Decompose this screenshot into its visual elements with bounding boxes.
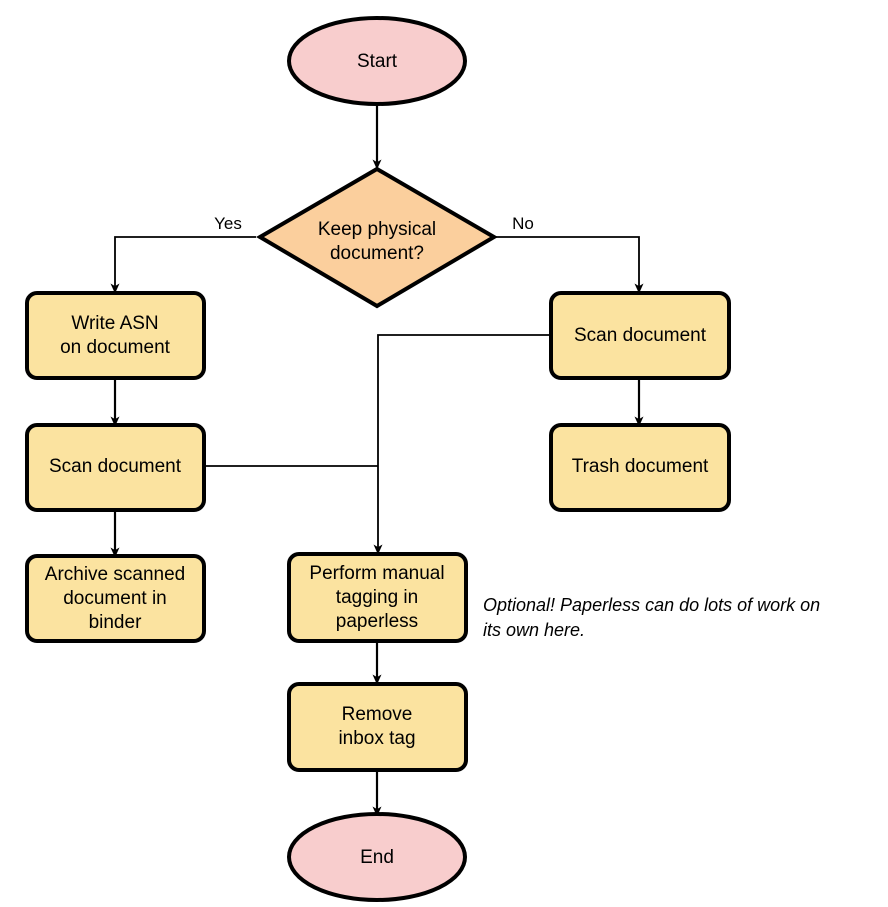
edge-yes-to-write-asn: [110, 236, 256, 294]
node-remove-inbox-tag[interactable]: Remove inbox tag: [287, 682, 468, 772]
node-write-asn-on-document[interactable]: Write ASN on document: [25, 291, 206, 380]
scan-document-right-label: Scan document: [574, 325, 707, 346]
node-end[interactable]: End: [287, 812, 467, 902]
trash-document-label: Trash document: [572, 456, 709, 477]
end-label: End: [360, 847, 394, 868]
start-label: Start: [357, 51, 398, 72]
decision-label-line1: Keep physical: [318, 219, 436, 240]
annotation-line2: its own here.: [483, 620, 585, 640]
scan-document-left-box: [25, 423, 206, 512]
end-ellipse: [287, 812, 467, 902]
remove-inbox-label-line2: inbox tag: [338, 728, 415, 749]
archive-box: [25, 554, 206, 643]
write-asn-label-line2: on document: [60, 337, 171, 358]
connector-group: [110, 103, 644, 817]
archive-label-line2: document in: [63, 588, 167, 609]
tagging-box: [287, 552, 468, 643]
annotation-line1: Optional! Paperless can do lots of work …: [483, 595, 820, 615]
node-scan-document-left[interactable]: Scan document: [25, 423, 206, 512]
scan-document-right-box: [549, 291, 731, 380]
annotation-optional-paperless: Optional! Paperless can do lots of work …: [483, 595, 820, 640]
trash-document-box: [549, 423, 731, 512]
scan-document-left-label: Scan document: [49, 456, 182, 477]
archive-label-line3: binder: [89, 612, 142, 633]
remove-inbox-tag-box: [287, 682, 468, 772]
write-asn-label-line1: Write ASN: [71, 313, 158, 334]
remove-inbox-label-line1: Remove: [342, 704, 413, 725]
tagging-label-line1: Perform manual: [309, 563, 444, 584]
tagging-label-line2: tagging in: [336, 587, 418, 608]
tagging-label-line3: paperless: [336, 611, 418, 632]
node-decision-keep-physical-document[interactable]: Keep physical document?: [256, 166, 498, 309]
edge-scan-right-to-tagging: [373, 334, 551, 555]
node-start[interactable]: Start: [287, 16, 467, 106]
archive-label-line1: Archive scanned: [45, 564, 185, 585]
decision-label-line2: document?: [330, 243, 424, 264]
node-scan-document-right[interactable]: Scan document: [549, 291, 731, 380]
node-trash-document[interactable]: Trash document: [549, 423, 731, 512]
edge-label-yes: Yes: [214, 214, 242, 233]
edge-label-no: No: [512, 214, 534, 233]
edge-no-to-scan-right: [496, 236, 644, 294]
decision-diamond: [256, 166, 498, 309]
node-perform-manual-tagging[interactable]: Perform manual tagging in paperless: [287, 552, 468, 643]
write-asn-box: [25, 291, 206, 380]
node-archive-scanned-document[interactable]: Archive scanned document in binder: [25, 554, 206, 643]
start-ellipse: [287, 16, 467, 106]
